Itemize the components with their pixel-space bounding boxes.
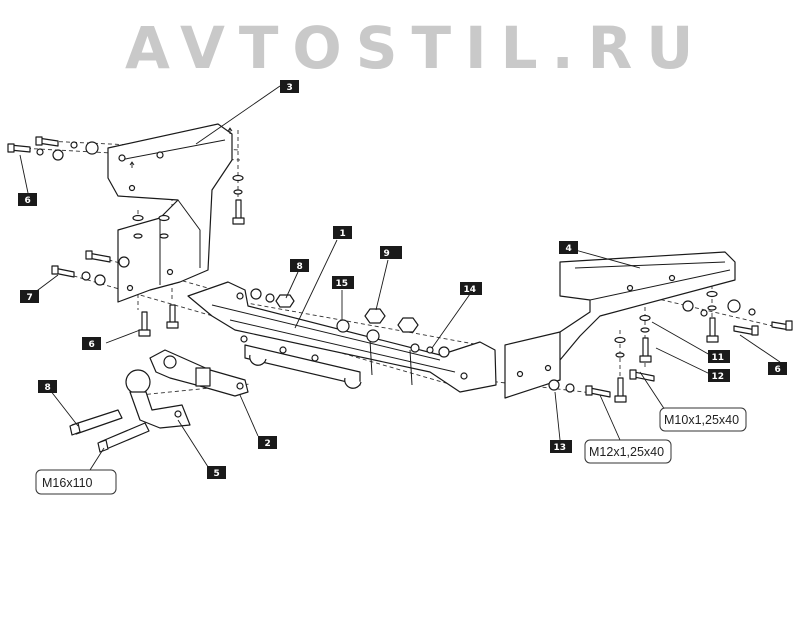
callout-badge-5: 5 xyxy=(207,466,226,479)
long-bolts-m16 xyxy=(69,409,150,453)
callout-badge-11: 11 xyxy=(708,350,730,363)
svg-text:6: 6 xyxy=(89,340,95,350)
callout-badge-7: 7 xyxy=(20,290,39,303)
spec-box-m16: M16x110 xyxy=(35,469,117,495)
callout-badge-10: 9 xyxy=(380,246,402,259)
callout-badge-6-top: 6 xyxy=(18,193,37,206)
main-crossbar xyxy=(187,281,497,393)
callout-badge-6-right: 6 xyxy=(768,362,787,375)
callout-badge-15: 15 xyxy=(332,276,354,289)
svg-text:M10x1,25x40: M10x1,25x40 xyxy=(664,413,739,427)
svg-text:M12x1,25x40: M12x1,25x40 xyxy=(589,445,664,459)
callout-badge-9: 8 xyxy=(290,259,309,272)
left-fasteners xyxy=(7,127,245,337)
left-side-bracket xyxy=(107,123,233,303)
ball-mount-plate xyxy=(149,349,249,397)
callout-badge-12: 12 xyxy=(708,369,730,382)
svg-text:4: 4 xyxy=(566,244,572,254)
callout-badge-3: 3 xyxy=(280,80,299,93)
svg-text:2: 2 xyxy=(265,439,271,449)
callout-badge-8: 8 xyxy=(38,380,57,393)
spec-box-m10: M10x1,25x40 xyxy=(659,407,747,432)
right-fasteners xyxy=(548,290,793,403)
callout-badge-4: 4 xyxy=(559,241,578,254)
spec-box-m12: M12x1,25x40 xyxy=(584,439,672,464)
callout-badge-13: 13 xyxy=(550,440,572,453)
svg-text:11: 11 xyxy=(712,353,725,363)
middle-fasteners xyxy=(250,288,450,358)
svg-text:M16x110: M16x110 xyxy=(42,476,93,490)
callout-badge-1: 1 xyxy=(333,226,352,239)
watermark-logo-text: AVTOSTIL.RU xyxy=(125,14,707,82)
right-side-bracket xyxy=(504,251,736,399)
svg-text:3: 3 xyxy=(287,83,293,93)
svg-text:13: 13 xyxy=(554,443,567,453)
svg-text:9: 9 xyxy=(384,249,390,259)
svg-text:1: 1 xyxy=(340,229,346,239)
svg-text:12: 12 xyxy=(712,372,725,382)
svg-text:7: 7 xyxy=(27,293,33,303)
callout-badge-6-mid: 6 xyxy=(82,337,101,350)
svg-text:14: 14 xyxy=(464,285,477,295)
svg-text:6: 6 xyxy=(775,365,781,375)
svg-text:8: 8 xyxy=(45,383,51,393)
tow-ball xyxy=(125,369,191,429)
callout-badge-14: 14 xyxy=(460,282,482,295)
leader-lines xyxy=(19,85,781,471)
callout-badge-2: 2 xyxy=(258,436,277,449)
svg-text:5: 5 xyxy=(214,469,220,479)
svg-text:8: 8 xyxy=(297,262,303,272)
svg-text:6: 6 xyxy=(25,196,31,206)
svg-text:15: 15 xyxy=(336,279,349,289)
